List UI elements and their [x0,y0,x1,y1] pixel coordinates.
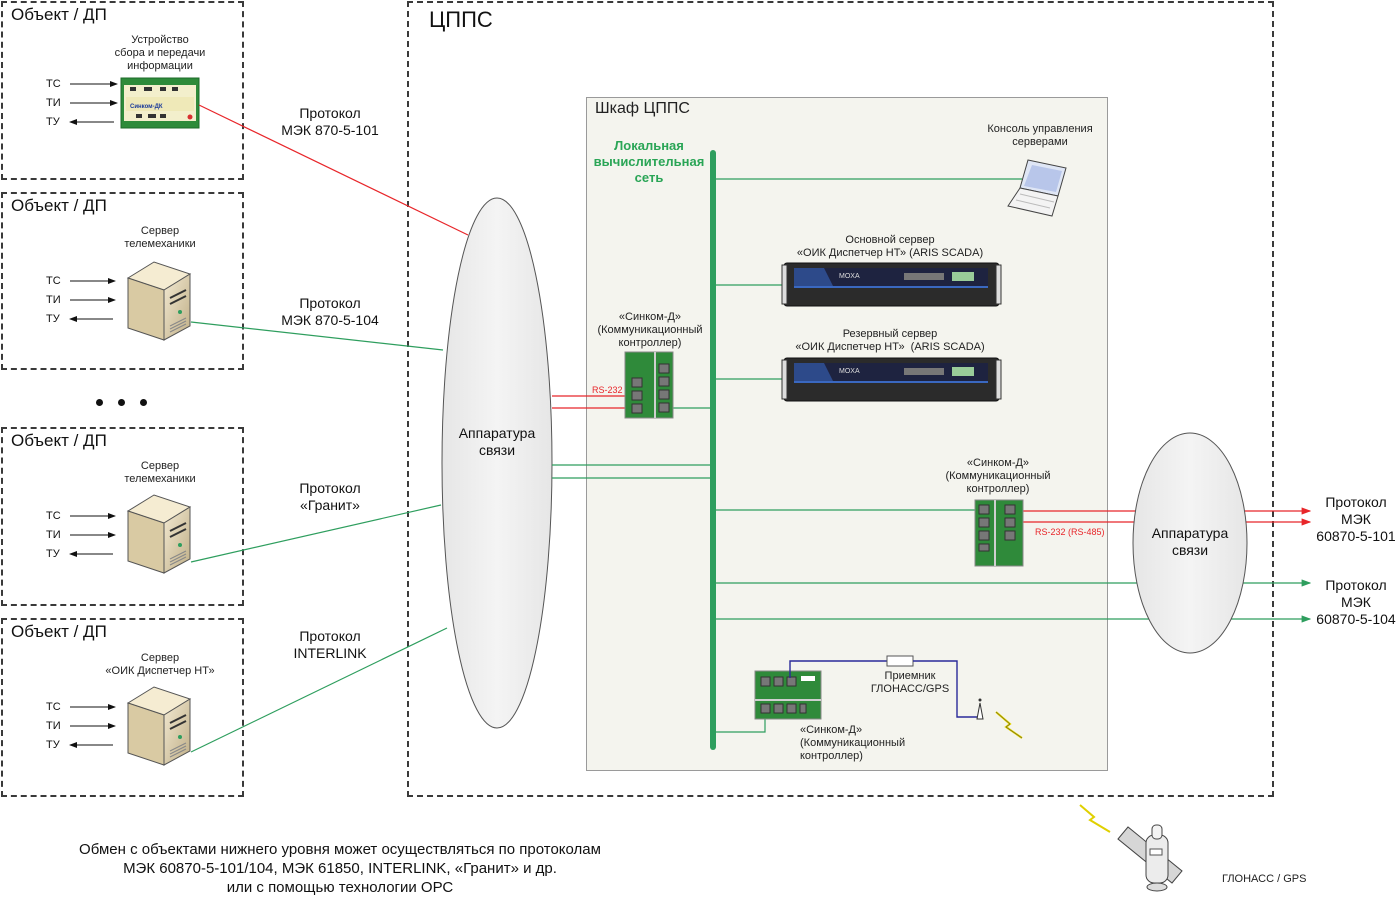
signal-ts: ТС [46,275,61,287]
sinkom-d-controller-3 [754,670,822,720]
antenna-icon [976,698,984,720]
signal-ti: ТИ [46,529,61,541]
moxa-backup-server: MOXA [781,357,1002,402]
object-title: Объект / ДП [11,196,107,215]
object-title: Объект / ДП [11,622,107,641]
object-box-3: Объект / ДП [1,427,244,606]
cpps-title: ЦППС [429,7,493,32]
protocol-label: Протокол МЭК 870-5-104 [281,295,379,328]
comm-ellipse-left [441,197,553,729]
lan-label: Локальная вычислительная сеть [593,138,705,185]
ellipsis-dot [118,399,125,406]
object-box-4: Объект / ДП [1,618,244,797]
signal-ts: ТС [46,78,61,90]
signal-ti: ТИ [46,720,61,732]
controller1-label: «Синком-Д» (Коммуникационный контроллер) [597,311,703,349]
output-protocol-104: Протокол МЭК 60870-5-104 [1316,577,1396,627]
cpps-box: ЦППС [407,1,1274,797]
gps-receiver-label: Приемник ГЛОНАСС/GPS [870,670,950,695]
protocol-label: Протокол «Гранит» [299,480,361,513]
link-obj3-green [190,504,442,563]
device-label: Устройство сбора и передачи информации [114,34,206,72]
server-tower-1 [126,261,192,341]
comm-ellipse-right [1132,432,1248,654]
signal-tu: ТУ [46,116,60,128]
main-server-label: Основной сервер «ОИК Диспетчер НТ» (ARIS… [796,234,984,259]
satellite-signal-icon [1079,804,1111,833]
signal-arrows-1 [69,81,118,125]
object-title: Объект / ДП [11,5,107,24]
device-label: Сервер «ОИК Диспетчер НТ» [105,652,215,677]
controller2-label: «Синком-Д» (Коммуникационный контроллер) [945,457,1051,495]
server-tower-3 [126,686,192,766]
moxa-main-server: MOXA [781,262,1002,307]
cabinet-title: Шкаф ЦППС [595,100,690,117]
device-label: Сервер телемеханики [124,225,196,250]
comm-equipment-right-label: Аппаратура связи [1151,525,1229,558]
signal-arrows-2 [69,278,116,322]
gps-receiver-box [886,655,914,667]
ellipsis-dot [96,399,103,406]
controller3-label: «Синком-Д» (Коммуникационный контроллер) [800,724,906,762]
controller1-port-label: RS-232 [592,385,623,395]
link-obj1-red [198,104,469,236]
object-box-1: Объект / ДП [1,1,244,180]
link-obj4-green [190,627,448,753]
object-title: Объект / ДП [11,431,107,450]
sinkom-dk-device: Синком-ДК [120,77,200,129]
footer-note: Обмен с объектами нижнего уровня может о… [79,841,601,896]
signal-tu: ТУ [46,739,60,751]
signal-tu: ТУ [46,313,60,325]
sinkom-d-controller-2 [974,499,1024,567]
backup-server-label: Резервный сервер «ОИК Диспетчер НТ» (ARI… [795,328,985,353]
signal-ti: ТИ [46,97,61,109]
console-label: Консоль управления серверами [987,123,1093,148]
comm-equipment-left-label: Аппаратура связи [458,425,536,458]
signal-arrows-4 [69,704,116,748]
protocol-label: Протокол INTERLINK [293,628,367,661]
laptop-console [1007,159,1067,217]
svg-text:Синком-ДК: Синком-ДК [130,104,163,110]
satellite-label: ГЛОНАСС / GPS [1222,873,1307,885]
moxa-brand: MOXA [839,273,860,280]
object-box-2: Объект / ДП [1,192,244,370]
device-label: Сервер телемеханики [124,460,196,485]
ellipsis-dot [140,399,147,406]
controller2-port-label: RS-232 (RS-485) [1035,527,1105,537]
signal-ts: ТС [46,510,61,522]
link-obj2-green [190,321,444,351]
output-protocol-101: Протокол МЭК 60870-5-101 [1316,494,1396,544]
svg-text:MOXA: MOXA [839,368,860,375]
satellite-icon [1117,824,1183,892]
sinkom-d-controller-1 [624,351,674,419]
signal-ti: ТИ [46,294,61,306]
server-tower-2 [126,494,192,574]
signal-arrows-3 [69,513,116,557]
signal-tu: ТУ [46,548,60,560]
signal-ts: ТС [46,701,61,713]
protocol-label: Протокол МЭК 870-5-101 [281,105,379,138]
